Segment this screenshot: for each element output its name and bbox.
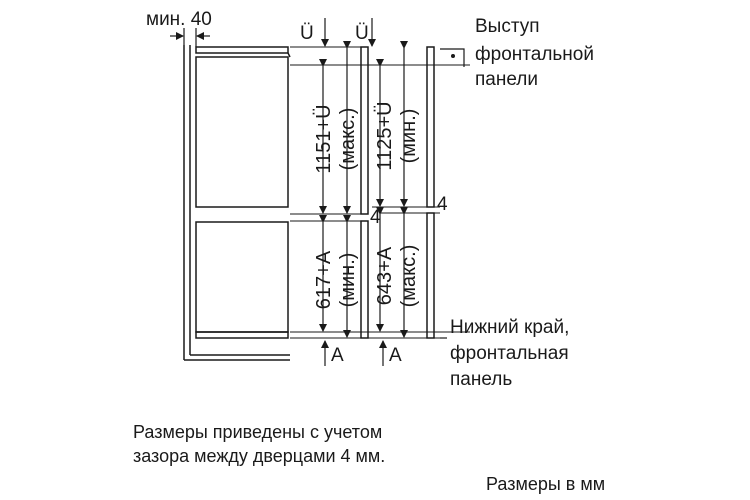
protrusion-line2: фронтальной [475,44,594,65]
upper-left-main-label: 1151+Ü [313,104,335,173]
protrusion-line3: панели [475,69,538,90]
note-line1: Размеры приведены с учетом [133,422,383,442]
a-right-label: A [389,345,402,366]
bottom-edge-line2: фронтальная [450,343,569,364]
cabinet-outline [183,45,290,361]
gap-right-label: 4 [437,194,448,215]
lower-left-sub-label: (мин.) [337,253,359,308]
door-panels [360,46,435,339]
min40-label: мин. 40 [146,9,212,30]
units-note: Размеры в мм [486,474,606,494]
upper-right-main-label: 1125+Ü [374,101,396,170]
bottom-edge-line3: панель [450,369,513,390]
lower-left-main-label: 617+A [313,250,335,309]
gap-mid-label: 4 [370,207,381,228]
u-right-label: Ü [355,23,369,44]
lower-right-sub-label: (макс.) [398,245,420,308]
lower-right-main-label: 643+A [374,246,396,305]
bottom-edge-line1: Нижний край, [450,317,570,338]
callout-leaders [440,48,465,339]
dimension-lines [319,18,408,366]
upper-left-sub-label: (макс.) [337,108,359,171]
fridge-body [195,46,291,339]
min40-dimension [170,28,210,47]
a-left-label: A [331,345,344,366]
upper-right-sub-label: (мин.) [398,109,420,164]
u-left-label: Ü [300,23,314,44]
protrusion-line1: Выступ [475,16,540,37]
note-line2: зазора между дверцами 4 мм. [133,446,386,466]
